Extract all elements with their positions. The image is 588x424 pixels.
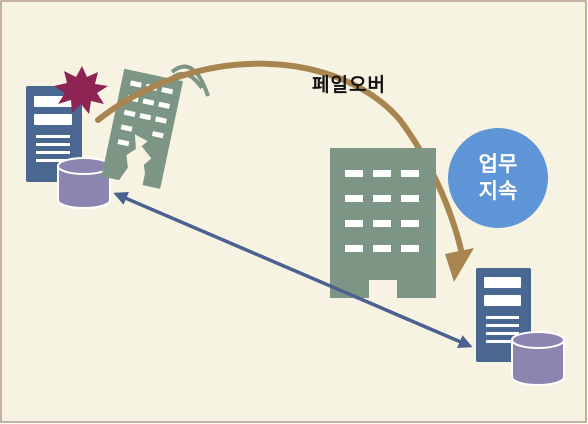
failover-label: 페일오버 — [312, 74, 386, 96]
explosion-icon — [54, 66, 108, 114]
primary-database-icon — [57, 157, 111, 209]
replication-arrow — [113, 191, 473, 349]
standby-building-icon — [330, 148, 436, 298]
business-continuity-label: 업무 지속 — [448, 128, 548, 228]
continuity-circle — [448, 128, 548, 228]
standby-database-icon — [511, 331, 565, 386]
continuity-line-2: 지속 — [478, 179, 518, 203]
continuity-line-1: 업무 — [478, 152, 518, 176]
primary-server-icon — [26, 86, 82, 182]
